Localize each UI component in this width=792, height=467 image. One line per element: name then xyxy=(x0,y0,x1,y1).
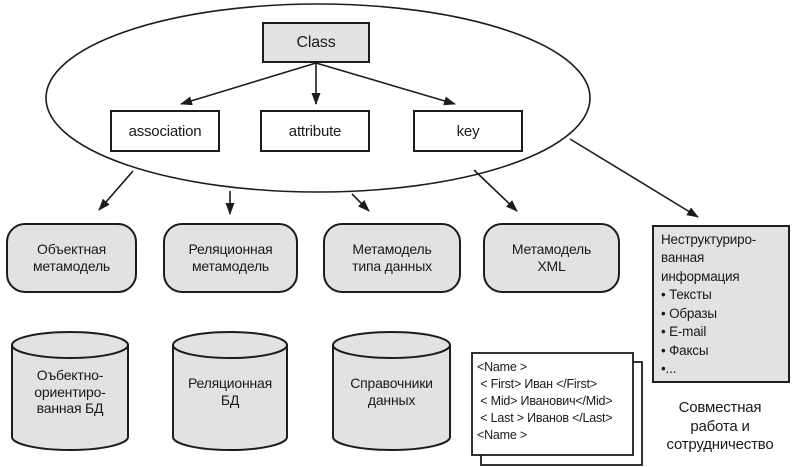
document-page-front xyxy=(471,352,634,456)
arrow-to-unstructured-info xyxy=(569,138,699,218)
dictionaries-db-label: Справочники данных xyxy=(350,375,433,408)
key-box: key xyxy=(413,110,523,152)
database-cylinder-object xyxy=(11,331,129,451)
xml-metamodel-box: Метамодель XML xyxy=(483,223,620,293)
database-cylinder-relational xyxy=(172,331,288,451)
unstructured-info-item: • Тексты xyxy=(661,287,712,303)
xml-metamodel-label: Метамодель XML xyxy=(511,240,592,274)
association-box: association xyxy=(110,110,220,152)
object-db-label: Оъбектно- ориентиро- ванная БД xyxy=(34,366,106,417)
relational-db-label: Реляционная БД xyxy=(187,375,273,408)
unstructured-info-box: Неструктуриро- ванная информация • Текст… xyxy=(652,225,790,383)
association-label: association xyxy=(128,122,202,140)
unstructured-info-item: •... xyxy=(661,361,677,377)
unstructured-info-item: • E-mail xyxy=(661,324,707,340)
arrow-to-datatype-metamodel xyxy=(351,193,370,212)
datatype-metamodel-label: Метамодель типа данных xyxy=(352,240,432,274)
arrow-to-xml-metamodel xyxy=(473,169,518,212)
xml-document-text: <Name > < First> Иван </First> < Mid> Ив… xyxy=(477,359,629,444)
unstructured-info-item: • Факсы xyxy=(661,342,709,358)
key-label: key xyxy=(456,122,480,140)
xml-line: < Last > Иванов </Last> xyxy=(477,411,613,425)
unstructured-info-item: • Образы xyxy=(661,305,717,321)
xml-line: < First> Иван </First> xyxy=(477,377,597,391)
arrow-class-to-key xyxy=(315,62,456,106)
object-metamodel-label: Объектная метамодель xyxy=(32,240,111,274)
arrow-class-to-association xyxy=(180,62,317,106)
class-box: Class xyxy=(262,22,370,63)
xml-line: <Name > xyxy=(477,428,528,442)
unstructured-info-title: Неструктуриро- ванная информация xyxy=(661,232,757,284)
object-metamodel-box: Объектная метамодель xyxy=(6,223,137,293)
arrow-to-object-metamodel xyxy=(98,170,134,211)
relational-metamodel-box: Реляционная метамодель xyxy=(163,223,298,293)
attribute-box: attribute xyxy=(260,110,370,152)
datatype-metamodel-box: Метамодель типа данных xyxy=(323,223,461,293)
class-box-label: Class xyxy=(296,33,336,51)
xml-line: <Name > xyxy=(477,360,528,374)
database-cylinder-dictionaries xyxy=(332,331,451,451)
xml-line: < Mid> Иванович</Mid> xyxy=(477,394,613,408)
relational-metamodel-label: Реляционная метамодель xyxy=(188,240,273,274)
collaboration-caption: Совместная работа и сотрудничество xyxy=(666,398,774,454)
attribute-label: attribute xyxy=(288,122,342,140)
